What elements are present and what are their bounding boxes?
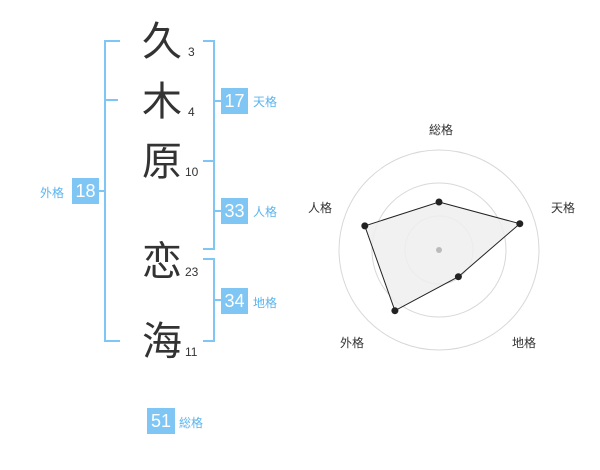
gaikaku-bracket — [104, 40, 120, 342]
soukaku-badge: 51 — [147, 408, 175, 434]
radar-label-chikaku: 地格 — [512, 335, 536, 350]
tenkaku-label: 天格 — [253, 95, 278, 109]
radar-label-jinkaku: 人格 — [308, 200, 332, 215]
jinkaku-bracket — [203, 158, 215, 250]
jinkaku-badge: 33 — [221, 198, 248, 224]
chikaku-badge: 34 — [221, 288, 248, 314]
radar-ring-outer — [338, 149, 540, 351]
gaikaku-label: 外格 — [40, 186, 65, 200]
tenkaku-bracket — [203, 40, 215, 162]
gaikaku-connector — [99, 190, 104, 192]
tenkaku-connector — [215, 100, 221, 102]
radar-ring-middle — [371, 182, 507, 318]
gaikaku-bracket-tick — [106, 99, 118, 101]
soukaku-label: 総格 — [179, 416, 204, 430]
radar-label-tenkaku: 天格 — [551, 200, 575, 215]
name-char-2: 木 — [142, 79, 182, 125]
gaikaku-badge: 18 — [72, 178, 99, 204]
name-char-5: 海 — [142, 319, 182, 365]
radar-point-gaikaku — [391, 307, 399, 315]
stroke-count-5: 11 — [185, 345, 198, 359]
stroke-count-2: 4 — [188, 105, 195, 119]
chikaku-bracket — [203, 258, 215, 342]
name-char-4: 恋 — [142, 239, 182, 285]
radar-point-chikaku — [454, 273, 462, 281]
chikaku-connector — [215, 299, 221, 301]
radar-score-polygon — [364, 201, 521, 312]
name-char-1: 久 — [142, 19, 182, 65]
radar-point-soukaku — [435, 198, 443, 206]
stroke-count-1: 3 — [188, 45, 195, 59]
radar-point-tenkaku — [516, 220, 524, 228]
jinkaku-label: 人格 — [253, 205, 278, 219]
tenkaku-badge: 17 — [221, 88, 248, 114]
radar-center-dot — [436, 247, 442, 253]
jinkaku-connector — [215, 210, 221, 212]
name-char-3: 原 — [142, 139, 182, 185]
stroke-count-3: 10 — [185, 165, 199, 179]
radar-point-jinkaku — [361, 222, 369, 230]
stroke-count-4: 23 — [185, 265, 199, 279]
chikaku-label: 地格 — [253, 296, 278, 310]
radar-label-soukaku: 総格 — [429, 122, 453, 137]
radar-label-gaikaku: 外格 — [340, 335, 364, 350]
